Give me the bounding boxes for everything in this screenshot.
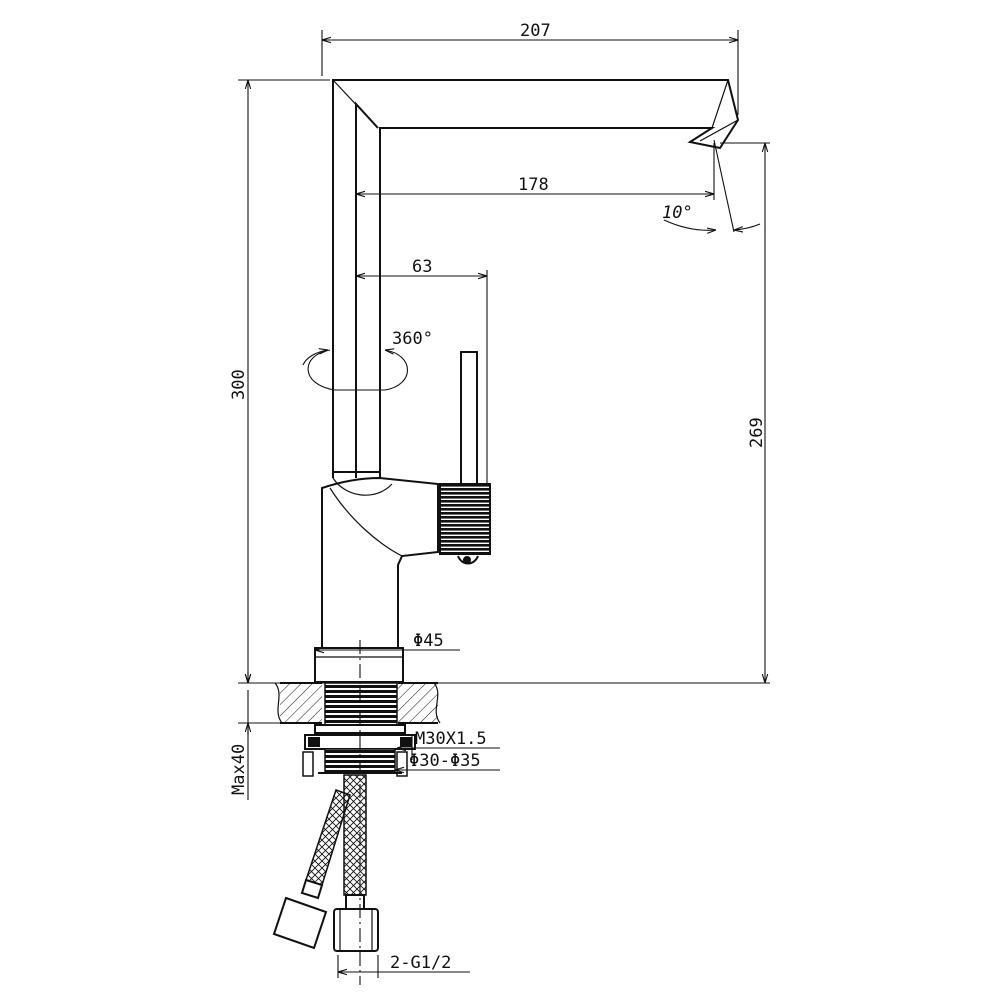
dim-overall-height: 300 xyxy=(229,369,249,400)
spout-outline xyxy=(332,79,740,478)
dim-hose-connection: 2-G1/2 xyxy=(390,953,451,973)
base-ring xyxy=(314,647,404,683)
dim-rotation: 360° xyxy=(392,329,433,349)
spout-top-edge xyxy=(332,79,379,129)
dim-base-diameter: Φ45 xyxy=(413,631,444,651)
dim-thread: M30X1.5 xyxy=(415,729,487,749)
spout-tip-edge xyxy=(711,79,729,129)
knurled-cap xyxy=(439,483,491,555)
handle-lever xyxy=(460,351,478,485)
rotation-arrow xyxy=(302,350,409,391)
dimension-lines xyxy=(238,30,770,978)
dim-handle-offset: 63 xyxy=(412,257,432,277)
mounting-hardware xyxy=(302,724,416,777)
supply-hoses xyxy=(272,774,379,952)
hose-straight xyxy=(343,774,367,896)
dim-max-thickness: Max40 xyxy=(229,744,249,795)
dim-spout-height: 269 xyxy=(747,417,767,448)
countertop-section xyxy=(274,682,441,726)
spout-inner-edge xyxy=(355,101,379,478)
threaded-shank xyxy=(324,682,398,726)
faucet-body xyxy=(314,79,740,683)
dim-spout-angle: 10° xyxy=(662,203,693,223)
hose-nut-straight xyxy=(333,908,379,952)
dim-spout-reach: 178 xyxy=(518,175,549,195)
valve-body xyxy=(321,476,439,649)
hose-nut-angled xyxy=(272,896,328,950)
dim-hole-diameter: Φ30-Φ35 xyxy=(409,751,481,771)
dim-overall-width: 207 xyxy=(520,21,551,41)
